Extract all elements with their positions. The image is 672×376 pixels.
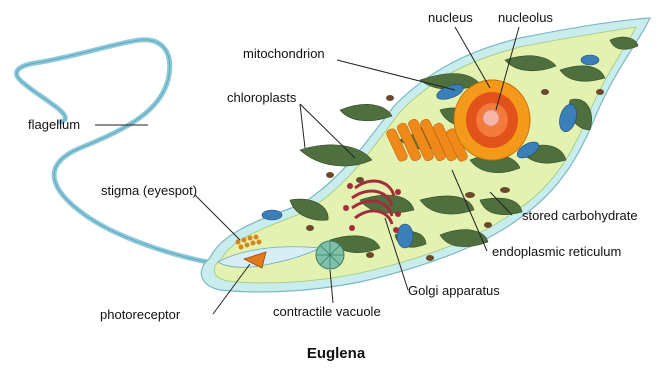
flagellum-label: flagellum [28,117,80,132]
stored-carbohydrate-label: stored carbohydrate [522,208,638,223]
golgi-apparatus-label: Golgi apparatus [408,283,500,298]
nucleus-label: nucleus [428,10,473,25]
diagram-title: Euglena [0,345,672,362]
mitochondrion-label: mitochondrion [243,46,325,61]
photoreceptor-label: photoreceptor [100,307,180,322]
chloroplasts-label: chloroplasts [227,90,296,105]
nucleus-shape [454,80,530,160]
stigma-label: stigma (eyespot) [101,183,197,198]
contractile-vacuole-label: contractile vacuole [273,304,381,319]
nucleolus-shape [483,110,499,126]
flagellum-shape [16,40,235,266]
endoplasmic-reticulum-label: endoplasmic reticulum [492,244,621,259]
nucleolus-label: nucleolus [498,10,553,25]
contractile-vacuole-shape [316,241,344,269]
